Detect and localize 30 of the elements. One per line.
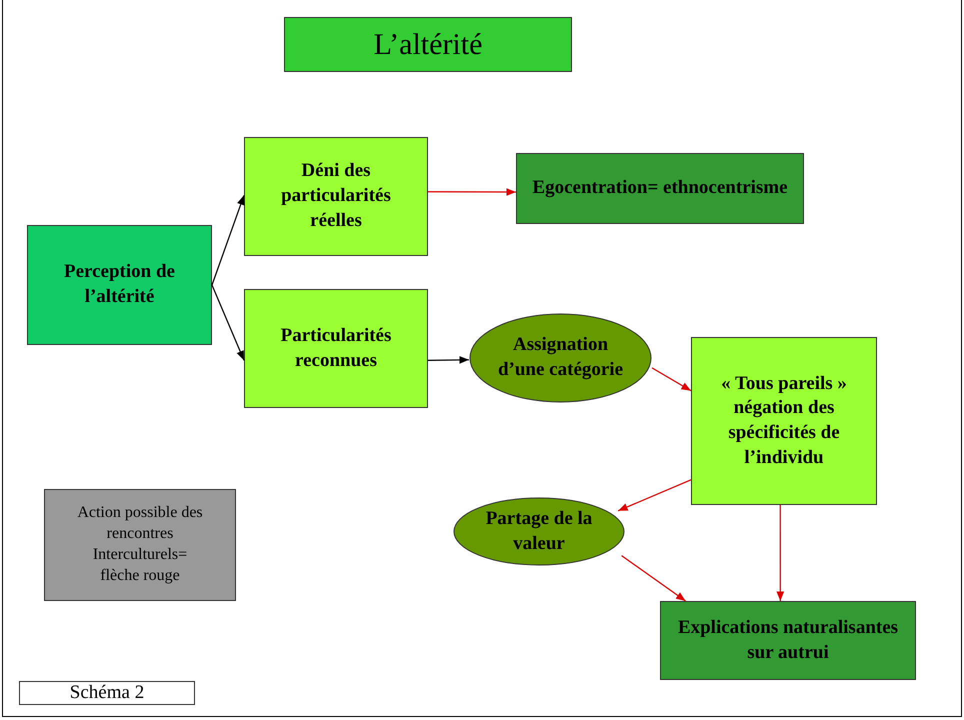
node-label: Perception de l’altérité [63,260,176,309]
node-label: « Tous pareils » négation des spécificités de l’individu [720,372,848,470]
node-label: L’altérité [372,27,484,63]
arrow [776,505,784,601]
arrow [618,479,692,512]
caption-box [19,681,195,705]
process-box [516,153,804,224]
node-label: Egocentration= ethnocentrisme [531,176,789,200]
node-label: Assignation d’une catégorie [496,333,624,382]
arrow [621,555,686,602]
ellipse-node [453,497,625,566]
arrow [211,284,245,361]
process-box [27,225,212,345]
process-box [691,337,877,505]
node-label: Explications naturalisantes sur autrui [676,616,900,664]
ellipse-node [469,313,652,403]
note-box [44,489,236,601]
title-box [284,17,572,72]
node-label: Déni des particularités réelles [280,159,392,233]
process-box [244,289,428,408]
arrow [211,195,245,286]
process-box [660,601,916,680]
process-box [244,137,428,256]
arrow [652,367,692,392]
arrow [428,188,516,196]
node-label: Action possible des rencontres Interculturels= flèche rouge [76,503,204,586]
node-label: Partage de la valeur [484,506,594,556]
node-label: Schéma 2 [68,680,146,705]
node-label: Particularités reconnues [280,324,392,372]
arrow [428,356,469,364]
